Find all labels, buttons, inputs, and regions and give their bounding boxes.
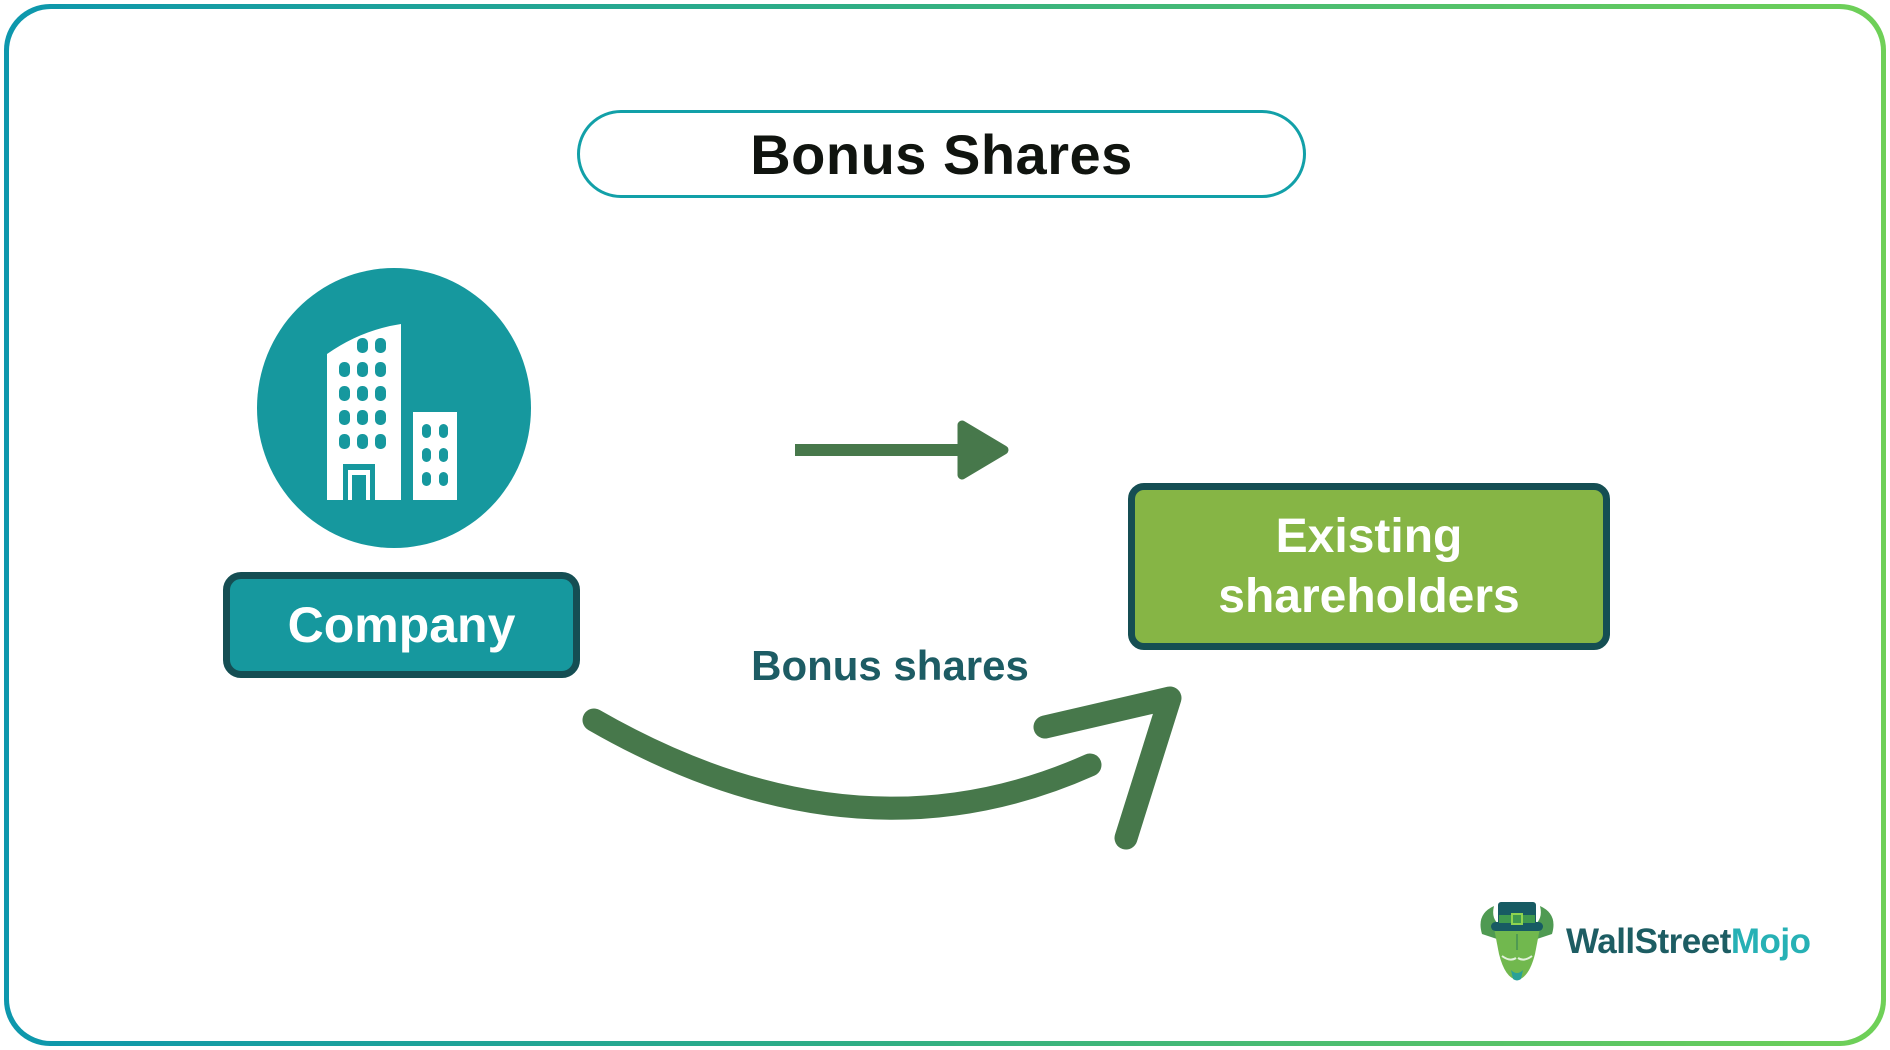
brand-wordmark: WallStreetMojo	[1566, 922, 1811, 962]
company-label-box: Company	[223, 572, 580, 678]
page-title: Bonus Shares	[750, 122, 1133, 186]
bull-with-top-hat-icon	[1480, 902, 1554, 981]
brand-logo: WallStreetMojo	[1478, 900, 1811, 984]
company-node	[257, 268, 531, 548]
brand-name-second: Mojo	[1730, 922, 1811, 961]
company-label: Company	[287, 597, 516, 653]
brand-name-first: WallStreet	[1566, 922, 1731, 961]
bonus-shares-arrow-icon	[582, 686, 1182, 850]
flow-arrow-icon	[795, 420, 1009, 480]
bonus-shares-label: Bonus shares	[751, 642, 1029, 689]
existing-shareholders-label: Existing shareholders	[1218, 509, 1520, 623]
building-icon	[327, 324, 457, 500]
title-pill: Bonus Shares	[577, 110, 1306, 198]
existing-shareholders-box: Existing shareholders	[1128, 483, 1610, 650]
